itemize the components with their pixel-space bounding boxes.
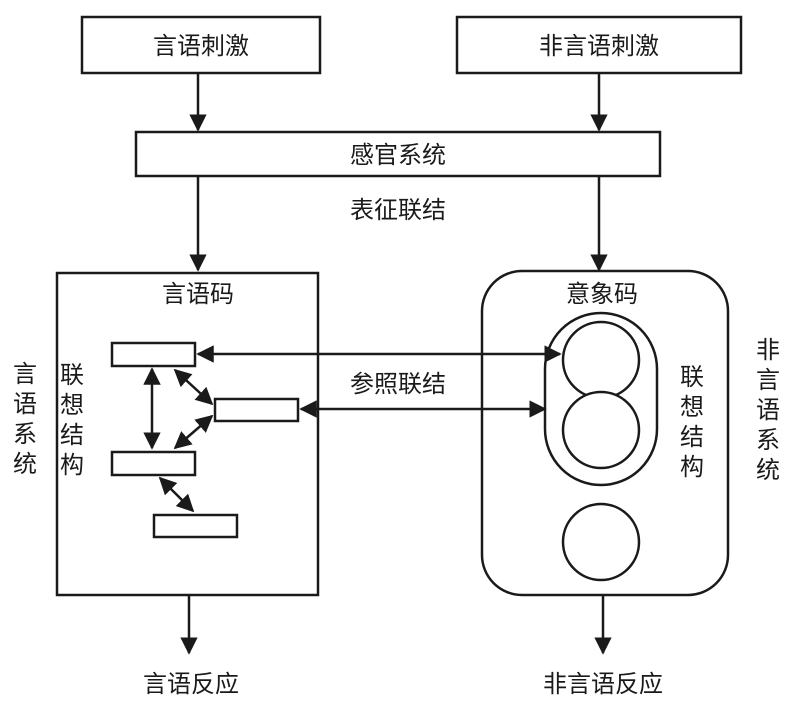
imagen-circle-1 [561,320,641,400]
verbal-system-label: 言 语 系 统 [13,360,37,478]
verbal-stimulus-box: 言语刺激 [80,15,322,75]
referential-connections-label: 参照联结 [350,370,446,398]
nonverbal-stimulus-label: 非言语刺激 [539,32,659,60]
assoc-arrow-1-2 [173,368,214,406]
right-associative-structure-label: 联 想 结 构 [680,363,704,481]
verbal-stimulus-label: 言语刺激 [153,32,249,60]
sensory-system-box: 感官系统 [134,130,662,178]
nonverbal-system-label: 非 言 语 系 统 [756,336,780,484]
verbal-code-box: 言语码 [55,271,320,597]
verbal-response-label: 言语反应 [143,670,239,698]
logogen-box-2 [213,397,300,423]
sensory-system-label: 感官系统 [350,141,446,169]
logogen-box-3 [110,450,197,477]
svg-text:统: 统 [13,450,37,478]
assoc-arrow-3-2 [173,414,214,450]
logogen-box-1 [110,341,197,368]
svg-text:联: 联 [680,363,704,391]
nonverbal-stimulus-box: 非言语刺激 [455,15,743,75]
imagen-circle-2 [561,390,641,470]
imagery-code-label: 意象码 [566,280,638,308]
svg-text:联: 联 [60,361,84,389]
svg-text:结: 结 [680,423,704,451]
svg-text:言: 言 [13,360,37,388]
verbal-code-label: 言语码 [162,280,234,308]
svg-text:言: 言 [756,366,780,394]
svg-text:结: 结 [60,421,84,449]
svg-text:系: 系 [13,420,37,448]
svg-text:语: 语 [13,390,37,418]
svg-text:语: 语 [756,396,780,424]
svg-text:构: 构 [60,451,84,479]
logogen-box-4 [152,513,239,539]
svg-text:系: 系 [756,426,780,454]
svg-text:想: 想 [60,391,84,419]
imagen-circle-3 [561,502,641,582]
assoc-arrow-3-4 [158,476,195,513]
svg-text:构: 构 [680,453,704,481]
representational-connections-label: 表征联结 [350,196,446,224]
left-associative-structure-label: 联 想 结 构 [60,361,84,479]
nonverbal-response-label: 非言语反应 [543,670,663,698]
svg-text:统: 统 [756,456,780,484]
svg-text:想: 想 [680,393,704,421]
svg-text:非: 非 [756,336,780,364]
